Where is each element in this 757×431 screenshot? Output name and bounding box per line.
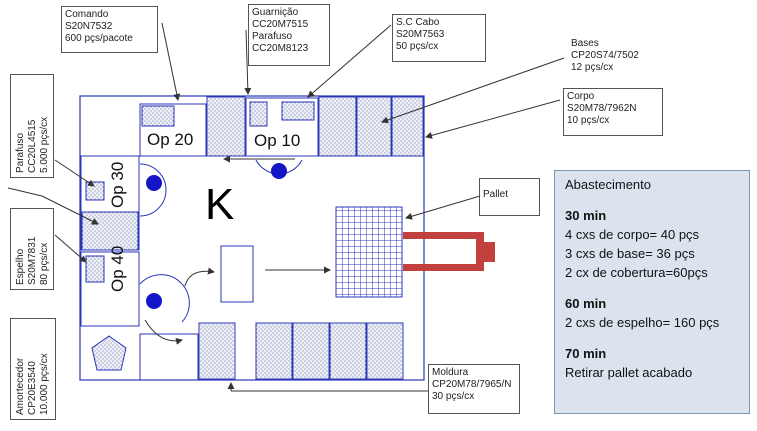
supply-section-60: 60 min 2 cxs de espelho= 160 pçs	[565, 296, 720, 330]
operator-op30	[146, 175, 162, 191]
op40-label: Op 40	[108, 245, 127, 292]
op20-station	[139, 103, 207, 157]
finished-area	[220, 245, 254, 303]
left-box-1	[81, 211, 139, 251]
supply-section-30: 30 min 4 cxs de corpo= 40 pçs 3 cxs de b…	[565, 208, 708, 280]
pallet-grid	[335, 206, 403, 298]
label-espelho: Espelho S20M7831 80 pçs/cx	[10, 208, 54, 290]
label-sc-cabo: S.C Cabo S20M7563 50 pçs/cx	[392, 14, 486, 62]
supply-title: Abastecimento	[565, 177, 651, 192]
bases-box-1	[318, 96, 357, 157]
corpo-box	[391, 96, 424, 157]
espelho-bin	[85, 255, 105, 283]
bottom-box-2	[255, 322, 293, 380]
top-box-1	[206, 96, 246, 157]
label-corpo: Corpo S20M78/7962N 10 pçs/cx	[563, 88, 663, 136]
comando-bin	[141, 105, 175, 127]
label-moldura: Moldura CP20M78/7965/N 30 pçs/cx	[428, 364, 520, 414]
bases-box-2	[356, 96, 392, 157]
op40-station	[80, 251, 140, 327]
operator-op10	[271, 163, 287, 179]
label-bases: Bases CP20S74/7502 12 pçs/cx	[568, 36, 661, 78]
label-guarnicao: Guarnição CC20M7515 Parafuso CC20M8123	[248, 4, 330, 66]
supply-section-70: 70 min Retirar pallet acabado	[565, 346, 693, 380]
op10-label: Op 10	[254, 131, 301, 150]
bottom-box-1	[198, 322, 236, 380]
parafuso-bin	[85, 181, 105, 201]
label-comando: Comando S20N7532 600 pçs/pacote	[61, 6, 158, 53]
bottom-box-5	[366, 322, 404, 380]
operator-op40	[146, 293, 162, 309]
supply-panel: Abastecimento 30 min 4 cxs de corpo= 40 …	[554, 170, 750, 414]
op20-label: Op 20	[147, 130, 194, 149]
label-parafuso: Parafuso CC20L4515 5.000 pçs/cx	[10, 74, 54, 178]
label-amortecedor: Amortecedor CP20E3540 10.000 pçs/cx	[10, 318, 56, 420]
amortecedor-bin	[91, 335, 127, 371]
cell-label: K	[205, 180, 235, 229]
op40-exit-box	[139, 333, 199, 381]
guarnicao-bin	[249, 101, 268, 127]
forklift	[403, 232, 495, 271]
bottom-box-3	[292, 322, 330, 380]
bottom-box-4	[329, 322, 367, 380]
op10-station	[245, 97, 319, 157]
label-pallet: Pallet	[479, 178, 540, 216]
sc-cabo-bin	[281, 101, 315, 121]
op30-label: Op 30	[108, 161, 127, 208]
